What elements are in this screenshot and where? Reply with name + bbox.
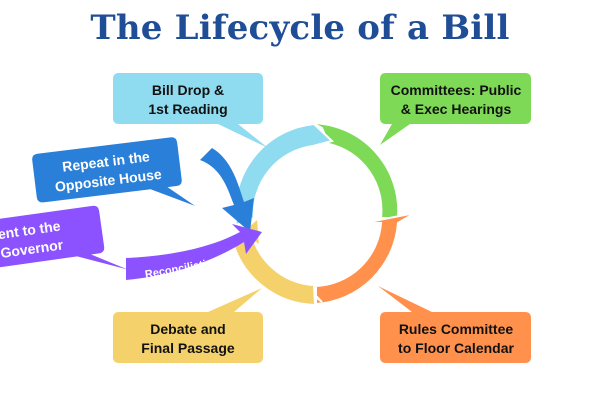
stage-rules-line2: to Floor Calendar bbox=[398, 340, 514, 356]
stage-committees-line1: Committees: Public bbox=[391, 82, 522, 98]
page-title: The Lifecycle of a Bill bbox=[90, 8, 510, 48]
stage-rules-line1: Rules Committee bbox=[399, 321, 514, 337]
stage-committees: Committees: Public & Exec Hearings bbox=[380, 73, 531, 145]
stage-debate: Debate and Final Passage bbox=[113, 288, 263, 363]
stage-bill-drop-line2: 1st Reading bbox=[148, 101, 227, 117]
opposite-house-arrow bbox=[200, 148, 254, 232]
stage-debate-line2: Final Passage bbox=[141, 340, 235, 356]
stage-bill-drop-line1: Bill Drop & bbox=[152, 82, 224, 98]
side-step-governor: ent to the Governor bbox=[0, 205, 128, 271]
stage-debate-line1: Debate and bbox=[150, 321, 225, 337]
stage-committees-line2: & Exec Hearings bbox=[401, 101, 512, 117]
stage-bill-drop: Bill Drop & 1st Reading bbox=[113, 73, 268, 148]
stage-rules: Rules Committee to Floor Calendar bbox=[378, 286, 531, 363]
ring-segment-rules bbox=[315, 212, 416, 306]
